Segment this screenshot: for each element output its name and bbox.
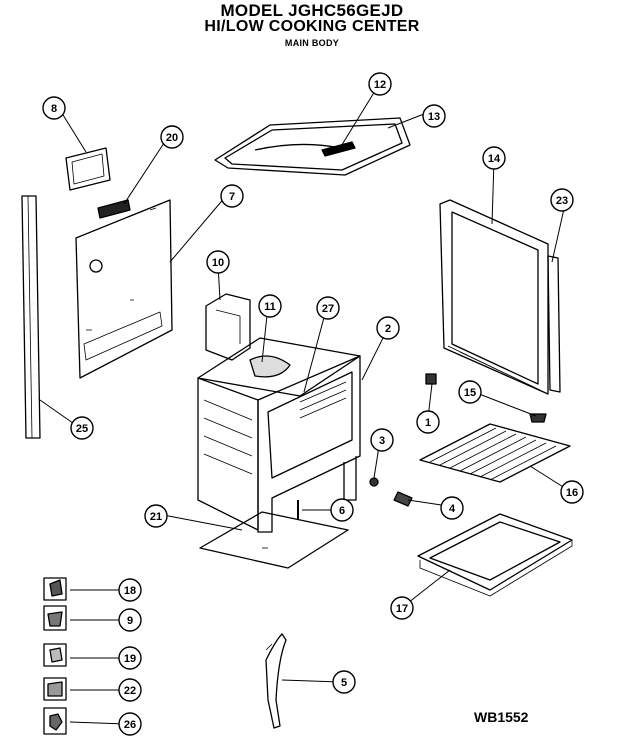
callout-12: 12 <box>368 72 392 96</box>
diagram-code: WB1552 <box>474 709 529 725</box>
callout-9: 9 <box>118 608 142 632</box>
part-oven-body <box>197 337 361 533</box>
svg-text:27: 27 <box>322 303 334 315</box>
callout-22: 22 <box>118 678 142 702</box>
callout-5: 5 <box>332 670 356 694</box>
svg-text:10: 10 <box>212 257 224 269</box>
model-title: MODEL JGHC56GEJD <box>220 1 404 20</box>
svg-text:14: 14 <box>488 153 501 165</box>
part-clip-1 <box>425 373 437 385</box>
callout-23: 23 <box>550 188 574 212</box>
part-insulator-20 <box>97 199 131 219</box>
part-right-trim-strip <box>547 255 561 393</box>
part-back-panel <box>75 199 173 379</box>
svg-text:4: 4 <box>449 503 456 515</box>
svg-text:16: 16 <box>566 487 578 499</box>
svg-text:5: 5 <box>341 677 347 689</box>
callout-7: 7 <box>220 184 244 208</box>
section-title: MAIN BODY <box>284 38 340 48</box>
svg-text:21: 21 <box>150 511 162 523</box>
callout-14: 14 <box>482 146 506 170</box>
svg-text:7: 7 <box>229 191 235 203</box>
svg-text:20: 20 <box>166 132 178 144</box>
part-bottom-plate <box>199 511 349 569</box>
part-glide-15 <box>529 413 547 423</box>
callout-8: 8 <box>42 96 66 120</box>
part-screw-3 <box>369 477 379 487</box>
product-title: HI/LOW COOKING CENTER <box>204 18 420 35</box>
part-left-trim-strip <box>21 195 41 439</box>
svg-text:17: 17 <box>396 603 408 615</box>
svg-text:1: 1 <box>425 417 431 429</box>
callout-18: 18 <box>118 578 142 602</box>
callout-4: 4 <box>440 496 464 520</box>
callout-21: 21 <box>144 504 168 528</box>
callout-10: 10 <box>206 250 230 274</box>
callout-2: 2 <box>376 316 400 340</box>
svg-text:25: 25 <box>76 423 88 435</box>
part-rack-support-5 <box>265 633 287 729</box>
callouts: 8 20 12 13 7 14 23 10 11 27 2 25 15 1 3 … <box>42 72 584 736</box>
part-broiler-pan <box>417 513 573 597</box>
leader-lines <box>39 85 569 725</box>
svg-text:6: 6 <box>339 505 345 517</box>
svg-text:19: 19 <box>124 653 136 665</box>
part-bolt-4 <box>393 491 413 507</box>
callout-11: 11 <box>258 294 282 318</box>
svg-text:18: 18 <box>124 585 136 597</box>
svg-text:9: 9 <box>127 615 133 627</box>
svg-text:12: 12 <box>374 79 386 91</box>
callout-26: 26 <box>118 712 142 736</box>
callout-17: 17 <box>390 596 414 620</box>
callout-3: 3 <box>370 428 394 452</box>
callout-27: 27 <box>316 296 340 320</box>
part-small-hardware <box>43 577 67 735</box>
callout-16: 16 <box>560 480 584 504</box>
svg-text:23: 23 <box>556 195 568 207</box>
part-right-side-panel <box>439 199 549 395</box>
svg-text:8: 8 <box>51 103 57 115</box>
svg-text:26: 26 <box>124 719 136 731</box>
svg-text:13: 13 <box>428 111 440 123</box>
callout-19: 19 <box>118 646 142 670</box>
svg-text:22: 22 <box>124 685 136 697</box>
part-top-cover <box>214 117 411 176</box>
svg-text:3: 3 <box>379 435 385 447</box>
callout-15: 15 <box>458 380 482 404</box>
svg-text:2: 2 <box>385 323 391 335</box>
callout-20: 20 <box>160 125 184 149</box>
part-cover-bracket <box>321 141 356 157</box>
part-oven-rack <box>419 423 571 483</box>
part-bracket-10 <box>205 293 251 361</box>
callout-6: 6 <box>330 498 354 522</box>
callout-25: 25 <box>70 416 94 440</box>
svg-text:15: 15 <box>464 387 476 399</box>
callout-13: 13 <box>422 104 446 128</box>
part-bracket-8 <box>65 147 111 191</box>
callout-1: 1 <box>416 410 440 434</box>
svg-text:11: 11 <box>264 301 276 313</box>
